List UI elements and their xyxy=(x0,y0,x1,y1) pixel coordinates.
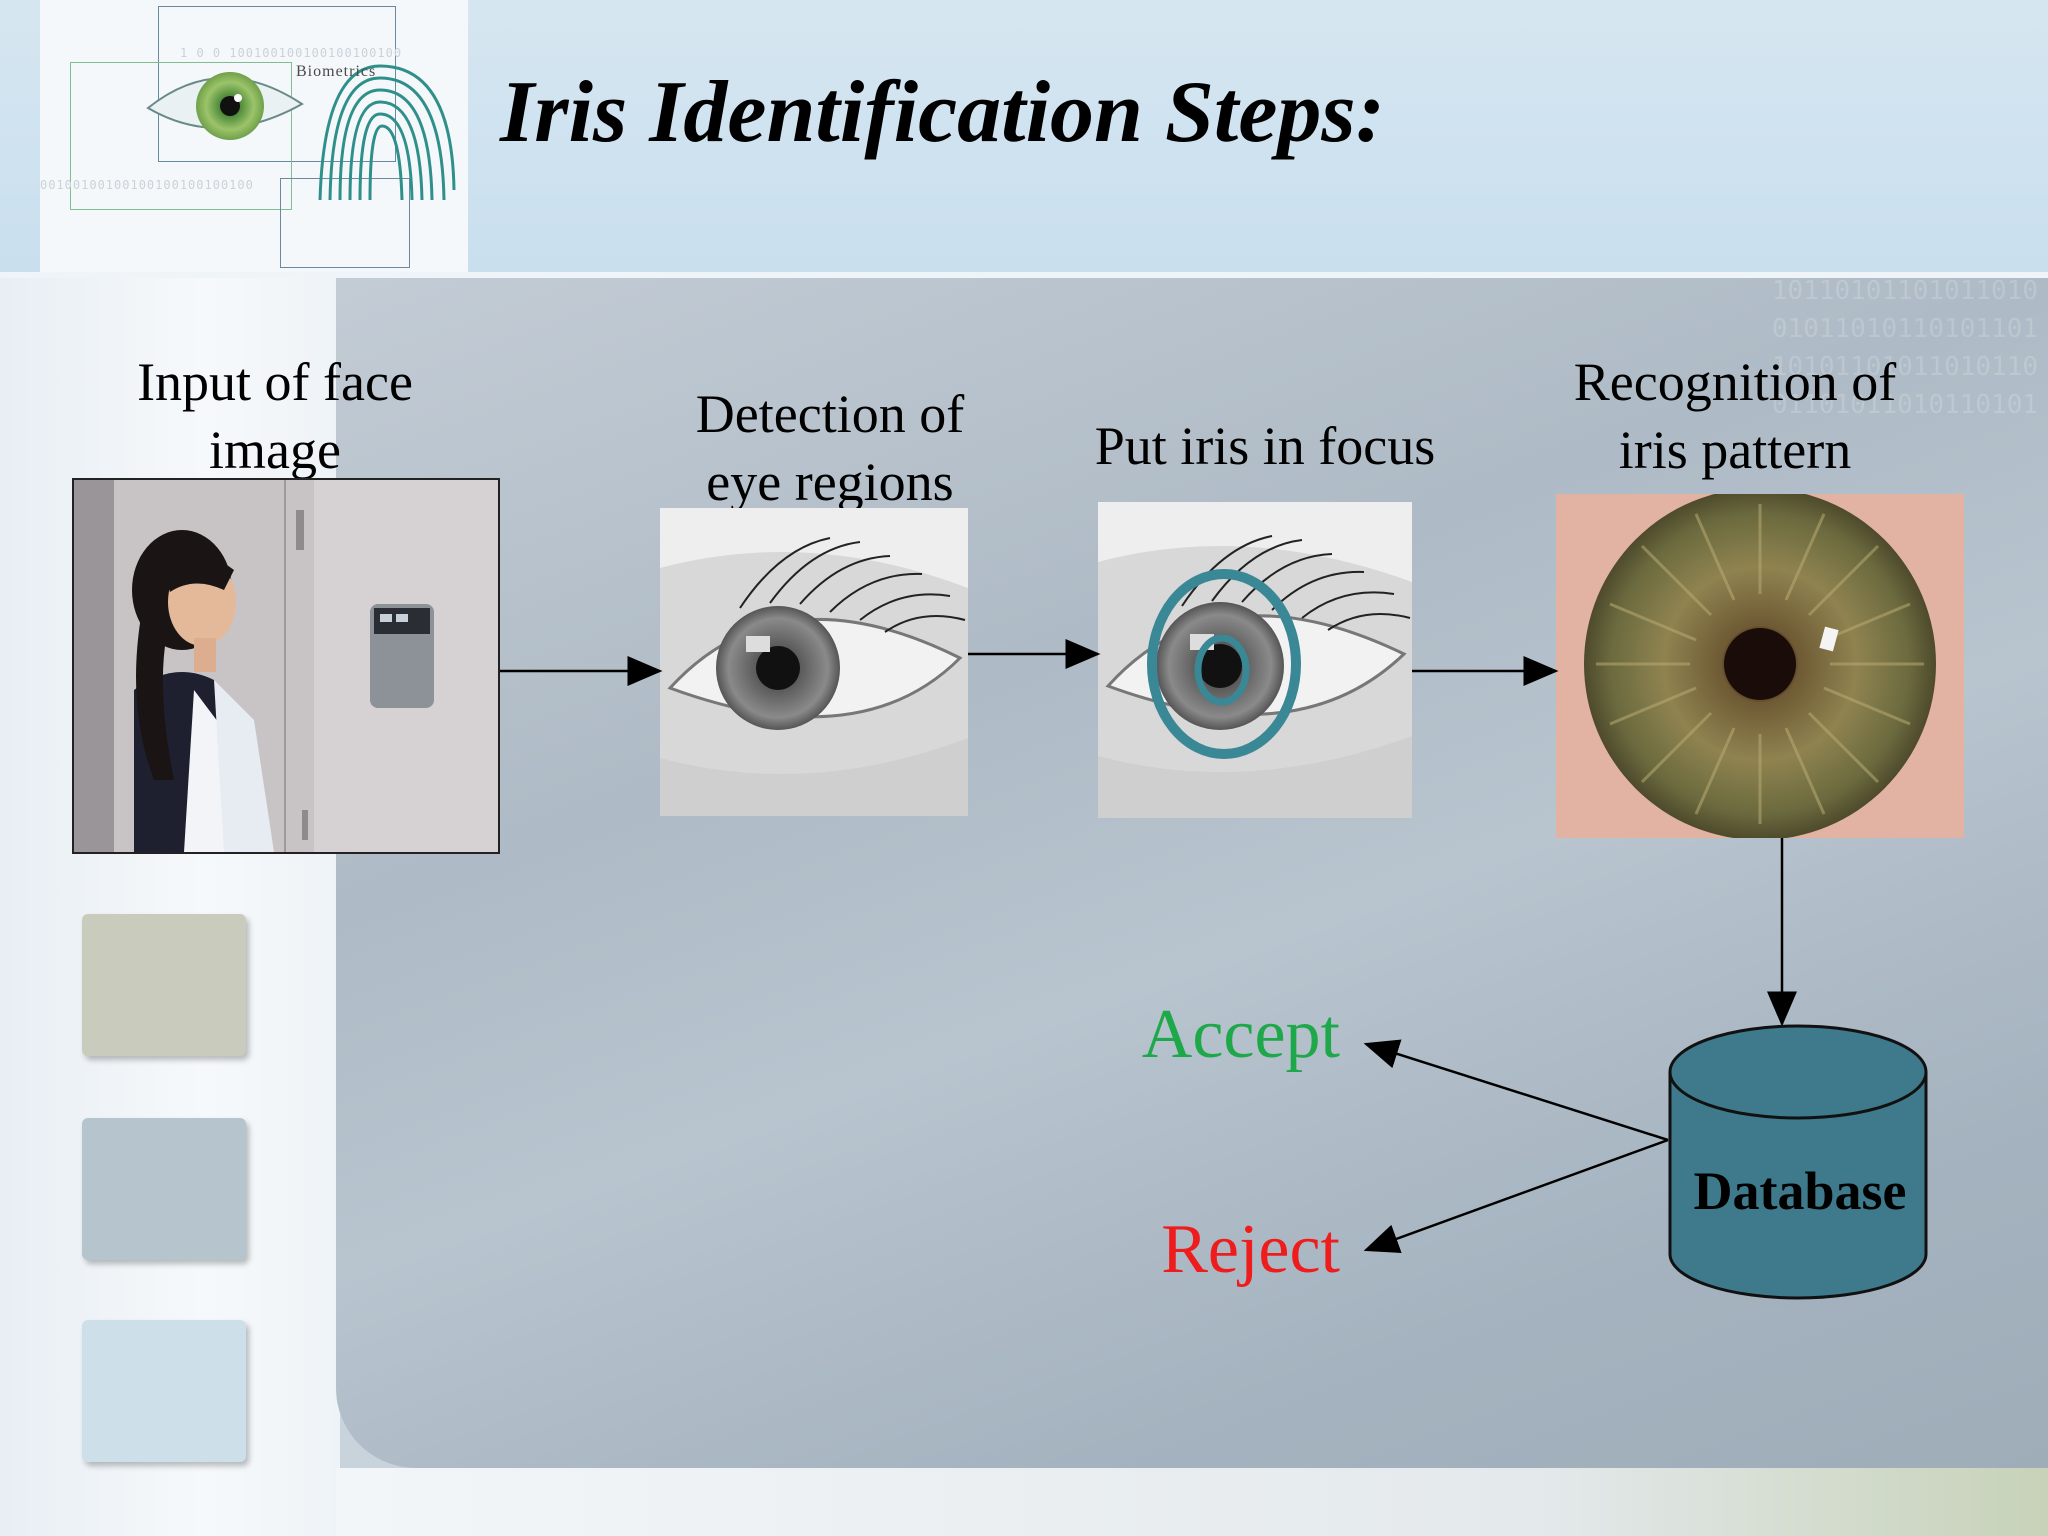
biometrics-logo: 1 0 0 100100100100100100100 001001001001… xyxy=(40,0,468,272)
logo-binary-text: 1 0 0 100100100100100100100 xyxy=(180,46,403,60)
slide-title: Iris Identification Steps: xyxy=(500,64,1385,161)
eye-region-image xyxy=(660,508,968,816)
iris-outer-focus-ring xyxy=(1147,569,1301,759)
arrow-database-to-accept xyxy=(1363,1039,1669,1142)
step-label-face-input: Input of face image xyxy=(137,352,413,480)
step-label-iris-focus: Put iris in focus xyxy=(1094,416,1436,476)
logo-frame xyxy=(158,6,396,162)
step-label-eye-detection: Detection of eye regions xyxy=(695,384,965,512)
iris-focus-image xyxy=(1098,502,1412,818)
logo-frame xyxy=(70,62,292,210)
face-input-image xyxy=(72,478,500,854)
step-label-iris-recognition: Recognition of iris pattern xyxy=(1573,352,1897,480)
iris-pattern-image xyxy=(1556,494,1964,838)
header-divider xyxy=(0,272,2048,278)
pupil-focus-ring xyxy=(1194,634,1250,706)
decorative-square xyxy=(82,914,246,1056)
decorative-square xyxy=(82,1118,246,1260)
footer-band xyxy=(336,1468,2048,1536)
decorative-square xyxy=(82,1320,246,1462)
logo-title: Biometrics xyxy=(296,63,377,80)
database-cylinder xyxy=(1668,1024,1928,1300)
arrow-database-to-reject xyxy=(1363,1138,1669,1253)
database-label: Database xyxy=(1693,1161,1907,1221)
accept-label: Accept xyxy=(1141,996,1340,1073)
logo-graphic xyxy=(146,64,456,201)
logo-binary-text: 00100100100100100100100100 xyxy=(40,178,254,192)
reject-label: Reject xyxy=(1161,1211,1340,1288)
logo-frame xyxy=(280,178,410,268)
